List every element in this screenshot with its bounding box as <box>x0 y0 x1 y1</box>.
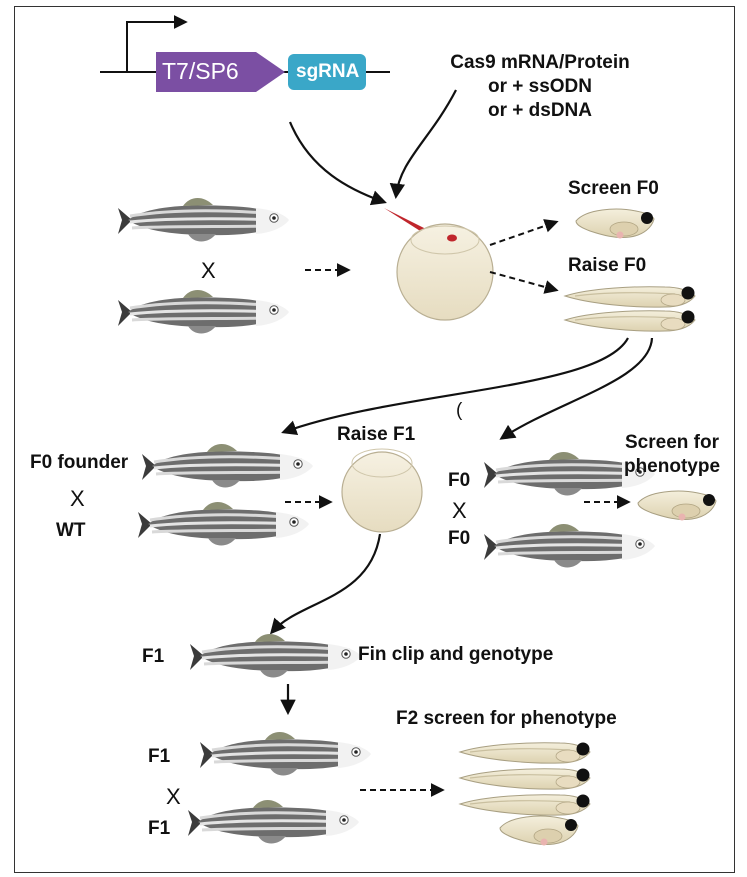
fin-clip-label: Fin clip and genotype <box>358 644 553 666</box>
f0-screen-embryo <box>576 209 654 238</box>
cross-symbol-incross: X <box>452 498 467 524</box>
f0-larva-2 <box>565 311 695 332</box>
promoter-label: T7/SP6 <box>162 58 239 85</box>
f0-founder-label: F0 founder <box>30 452 128 474</box>
cross-symbol-founder: X <box>70 486 85 512</box>
f2-larva-2 <box>460 769 590 790</box>
f1-egg <box>342 449 422 532</box>
raise-f1-label: Raise F1 <box>337 424 415 446</box>
f2-larva-1 <box>460 743 590 764</box>
injection-line-3: or + dsDNA <box>430 100 650 122</box>
arrow-construct-to-egg <box>290 122 384 202</box>
f2-top-f1-label: F1 <box>148 746 170 768</box>
cross-symbol-f2: X <box>166 784 181 810</box>
fish-f1-top <box>200 732 371 776</box>
fish-f0-founder <box>142 444 313 488</box>
wt-label: WT <box>56 520 86 542</box>
fish-f1 <box>190 634 361 678</box>
screen-phenotype-line-1: Screen for <box>612 432 732 454</box>
injection-line-1: Cas9 mRNA/Protein <box>430 52 650 74</box>
screen-f0-label: Screen F0 <box>568 178 659 200</box>
fish-f1-bottom <box>188 800 359 844</box>
fish-wt <box>138 502 309 546</box>
arrow-f0-to-incross <box>502 338 652 438</box>
stray-mark: ( <box>456 400 462 422</box>
f0-larva-1 <box>565 287 695 308</box>
arrow-egg-to-screen <box>490 222 556 245</box>
incross-top-label: F0 <box>448 470 470 492</box>
fish-wt-male-top <box>118 198 289 242</box>
cross-symbol-top: X <box>201 258 216 284</box>
incross-screen-embryo <box>638 491 716 520</box>
arrow-egg-to-f1 <box>272 534 380 632</box>
arrow-egg-to-raise <box>490 272 556 290</box>
f2-larva-3 <box>460 795 590 816</box>
f2-bottom-f1-label: F1 <box>148 818 170 840</box>
sgrna-label: sgRNA <box>296 61 359 83</box>
f2-embryo <box>500 816 578 845</box>
f2-screen-label: F2 screen for phenotype <box>396 708 617 730</box>
screen-phenotype-line-2: phenotype <box>612 456 732 478</box>
f1-label: F1 <box>142 646 164 668</box>
incross-bottom-label: F0 <box>448 528 470 550</box>
injection-line-2: or + ssODN <box>430 76 650 98</box>
injected-egg <box>397 224 493 320</box>
fish-f0-incross-bottom <box>484 524 655 568</box>
fish-wt-female-top <box>118 290 289 334</box>
raise-f0-label: Raise F0 <box>568 255 646 277</box>
